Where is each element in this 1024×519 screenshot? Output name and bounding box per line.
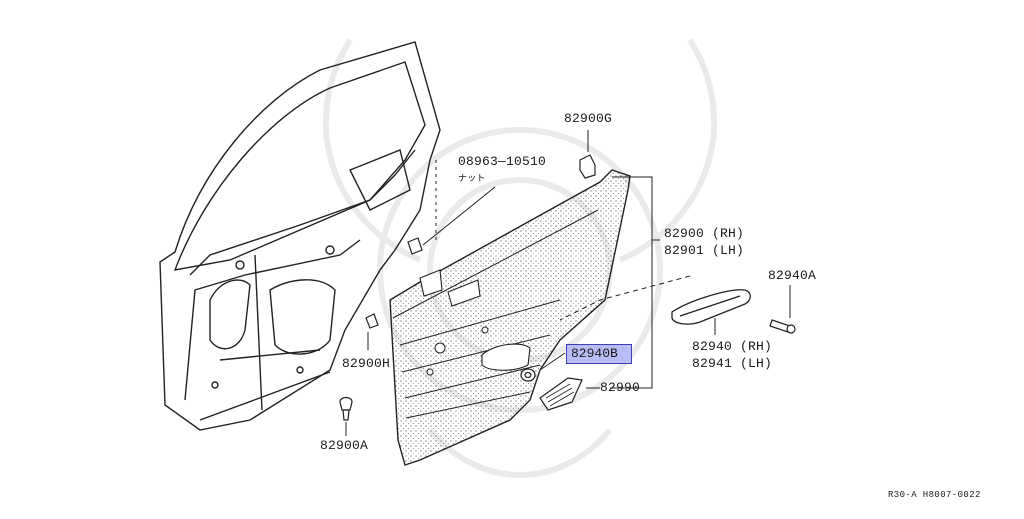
label-82901-lh: 82901 (LH): [664, 243, 745, 258]
label-08963-10510: 08963—10510: [458, 154, 547, 169]
nut-08963: [407, 237, 423, 255]
label-82940-rh: 82940 (RH): [692, 339, 773, 354]
cap-82940b: [520, 368, 536, 382]
clip-82900a: [339, 396, 353, 421]
clip-82900g: [579, 154, 596, 179]
label-82900-rh: 82900 (RH): [664, 226, 745, 241]
label-82900g: 82900G: [564, 111, 613, 126]
footer-reference-code: R30-A H8007-0022: [888, 490, 981, 500]
door-shell: [159, 41, 441, 431]
label-82900a: 82900A: [320, 438, 369, 453]
label-82990: 82990: [600, 380, 641, 395]
label-82941-lh: 82941 (LH): [692, 356, 773, 371]
leader-lines: [345, 130, 791, 436]
label-nut-jp: ナット: [458, 174, 486, 184]
pull-handle-82940: [671, 289, 751, 325]
label-82900h: 82900H: [342, 356, 391, 371]
label-82940a: 82940A: [768, 268, 817, 283]
door-trim-panel: [389, 169, 631, 466]
clip-82900h: [365, 313, 379, 329]
grille-82990: [539, 377, 583, 411]
label-82940b-highlighted[interactable]: 82940B: [566, 344, 632, 364]
screw-82940a: [769, 319, 796, 334]
